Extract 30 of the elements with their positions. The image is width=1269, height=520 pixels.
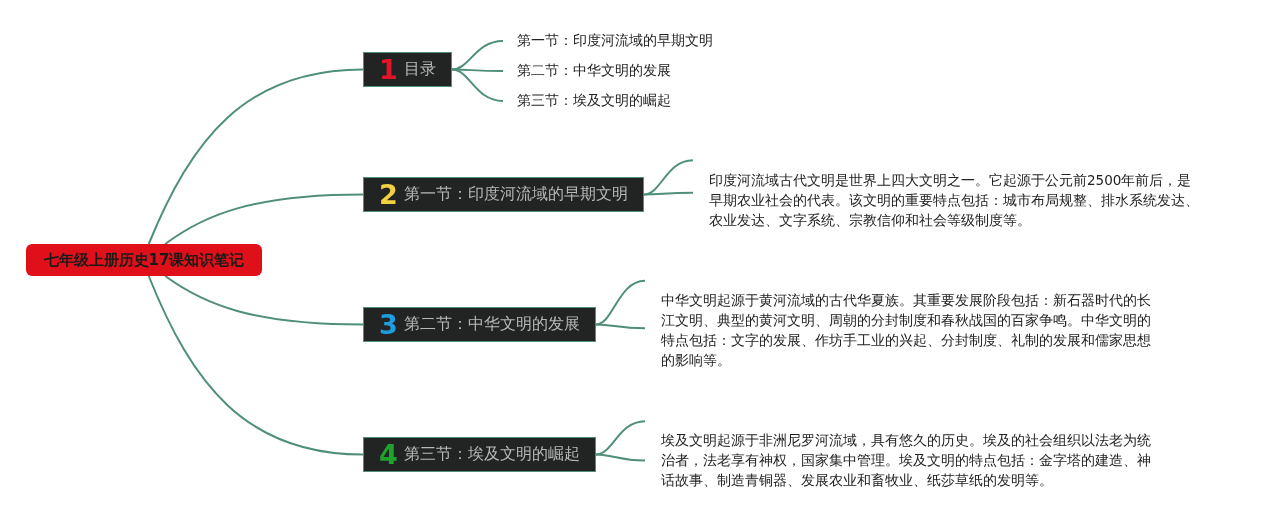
topic-label: 第三节：埃及文明的崛起 [403, 444, 580, 465]
branch-line [147, 275, 364, 456]
topic-label: 目录 [403, 59, 436, 80]
topic-label: 第一节：印度河流域的早期文明 [403, 184, 628, 205]
subtopic-text: 第二节：中华文明的发展 [503, 59, 733, 83]
subtopic-text: 第一节：印度河流域的早期文明 [503, 29, 733, 53]
branch-line [595, 279, 646, 326]
number-label: 4 [379, 441, 398, 468]
number-label: 1 [379, 56, 398, 83]
topic-box [363, 437, 596, 472]
branch-line [595, 323, 646, 330]
branch-line [595, 420, 646, 456]
branch-line [164, 193, 364, 245]
note-text: 埃及文明起源于非洲尼罗河流域，具有悠久的历史。埃及的社会组织以法老为统治者，法老享有神权，国家集中管理。埃及文明的特点包括：金字塔的建造、神话故事、制造青铜器、发展农业和畜牧业、纸莎草纸的发明等。 [645, 419, 1160, 492]
note-text: 中华文明起源于黄河流域的古代华夏族。其重要发展阶段包括：新石器时代的长江文明、典型的黄河文明、周朝的分封制度和春秋战国的百家争鸣。中华文明的特点包括：文字的发展、作坊手工业的兴起、分封制度、礼制的发展和儒家思想的影响等。 [645, 279, 1160, 372]
topic-box [363, 307, 596, 342]
branch-line [164, 275, 364, 326]
root-topic: 七年级上册历史17课知识笔记 [26, 244, 262, 276]
branch-line [451, 40, 504, 71]
subtopic-text: 第三节：埃及文明的崛起 [503, 89, 733, 113]
branch-line [147, 68, 364, 245]
number-label: 2 [379, 181, 398, 208]
topic-label: 第二节：中华文明的发展 [403, 314, 580, 335]
topic-box [363, 177, 644, 212]
note-text: 印度河流域古代文明是世界上四大文明之一。它起源于公元前2500年前后，是早期农业社会的代表。该文明的重要特点包括：城市布局规整、排水系统发达、农业发达、文字系统、宗教信仰和社会等级制度等。 [693, 158, 1205, 232]
branch-line [451, 68, 504, 102]
branch-line [643, 191, 694, 196]
number-label: 3 [379, 311, 398, 338]
branch-line [595, 453, 646, 462]
topic-box [363, 52, 452, 87]
